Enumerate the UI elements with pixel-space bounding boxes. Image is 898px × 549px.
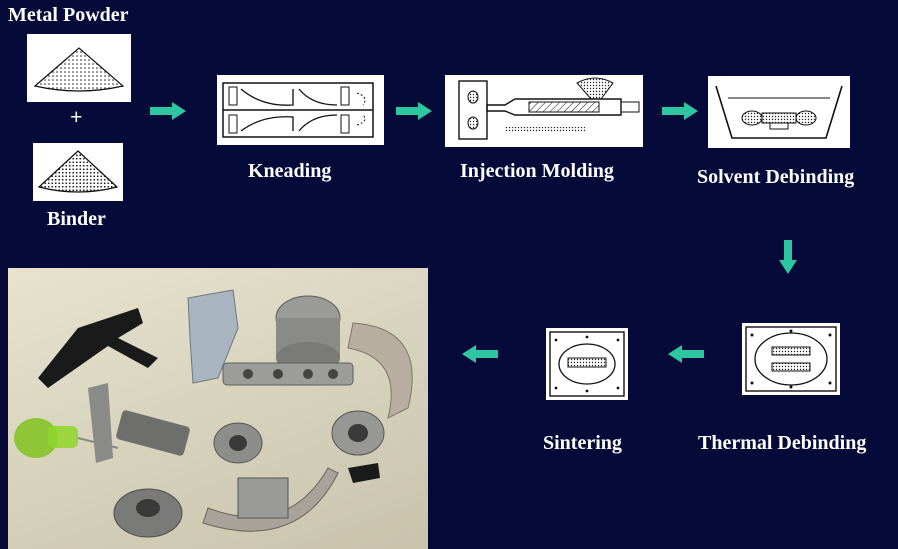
step-label-solvent-debinding: Solvent Debinding bbox=[697, 166, 855, 188]
step-label-thermal-debinding: Thermal Debinding bbox=[698, 432, 867, 454]
injection-molding-illustration bbox=[445, 75, 643, 147]
plus-sign: + bbox=[70, 104, 83, 129]
flow-arrow-down-icon bbox=[779, 240, 797, 274]
flow-arrow-left-icon bbox=[668, 345, 704, 363]
flow-arrow-right-icon bbox=[150, 102, 186, 120]
solvent-debinding-illustration bbox=[708, 76, 850, 148]
binder-illustration bbox=[33, 143, 123, 201]
flow-arrow-right-icon bbox=[662, 102, 698, 120]
sintered-parts-photo bbox=[8, 268, 428, 549]
binder-label: Binder bbox=[47, 208, 106, 230]
metal-powder-illustration bbox=[27, 34, 131, 102]
thermal-debinding-illustration bbox=[742, 323, 840, 395]
step-label-sintering: Sintering bbox=[543, 432, 622, 454]
kneading-illustration bbox=[217, 75, 384, 145]
step-label-injection-molding: Injection Molding bbox=[460, 160, 614, 182]
metal-powder-label: Metal Powder bbox=[8, 4, 129, 26]
flow-arrow-right-icon bbox=[396, 102, 432, 120]
sintering-illustration bbox=[546, 328, 628, 400]
flow-arrow-left-icon bbox=[462, 345, 498, 363]
step-label-kneading: Kneading bbox=[248, 160, 332, 182]
